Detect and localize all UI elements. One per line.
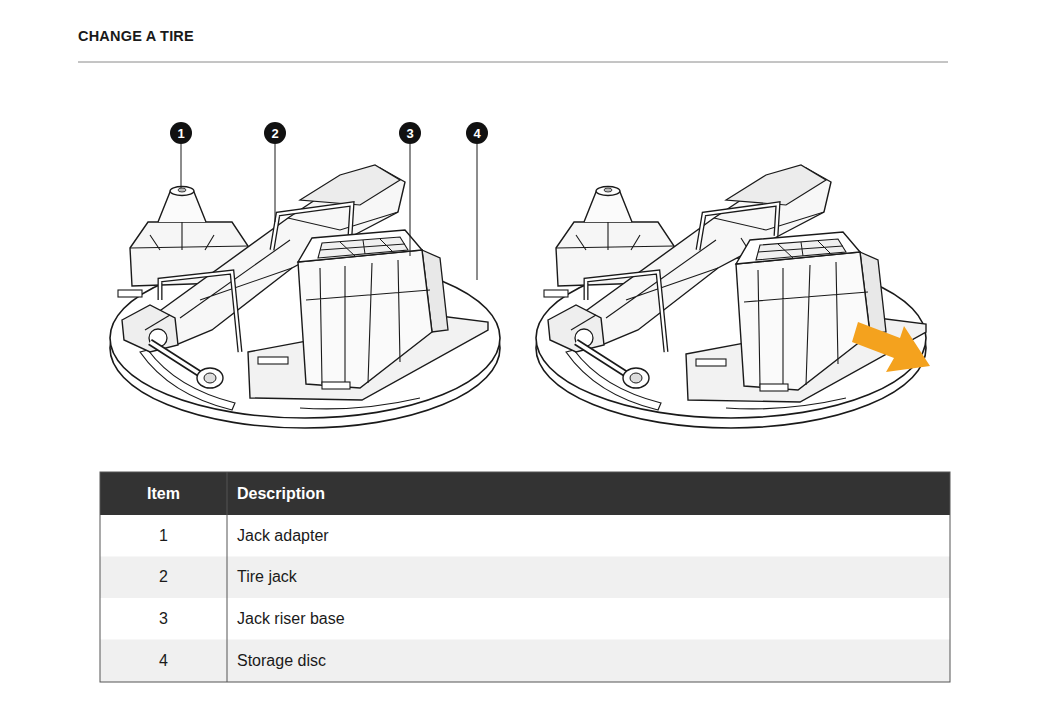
parts-table: [100, 472, 950, 682]
direction-arrow: [852, 322, 930, 372]
riser-removal: [686, 232, 926, 402]
heading-rule: [78, 62, 948, 63]
leader-line: [477, 144, 478, 280]
riser-stowed: [248, 230, 488, 400]
table-divider: [227, 472, 228, 682]
callout-number: 3: [399, 122, 421, 144]
table-cell: 4: [100, 640, 227, 683]
table-cell: Tire jack: [227, 557, 950, 599]
tool-kit-removal: [536, 165, 926, 428]
table-cell: 1: [100, 515, 227, 557]
table-cell: Jack adapter: [227, 515, 950, 557]
tool-kit-stowed: [110, 165, 500, 428]
table-cell: Jack riser base: [227, 598, 950, 640]
leader-line: [181, 144, 182, 188]
leader-line: [275, 144, 276, 222]
table-cell: 3: [100, 598, 227, 640]
leader-line: [410, 144, 411, 256]
table-header-cell: Description: [227, 472, 950, 515]
table-cell: 2: [100, 557, 227, 599]
page-title: CHANGE A TIRE: [78, 28, 194, 44]
callout-number: 1: [170, 122, 192, 144]
table-cell: Storage disc: [227, 640, 950, 683]
table-header-cell: Item: [100, 472, 227, 515]
callout-number: 2: [264, 122, 286, 144]
table-border: [100, 472, 950, 682]
leader-lines: [181, 144, 477, 280]
callout-number: 4: [466, 122, 488, 144]
